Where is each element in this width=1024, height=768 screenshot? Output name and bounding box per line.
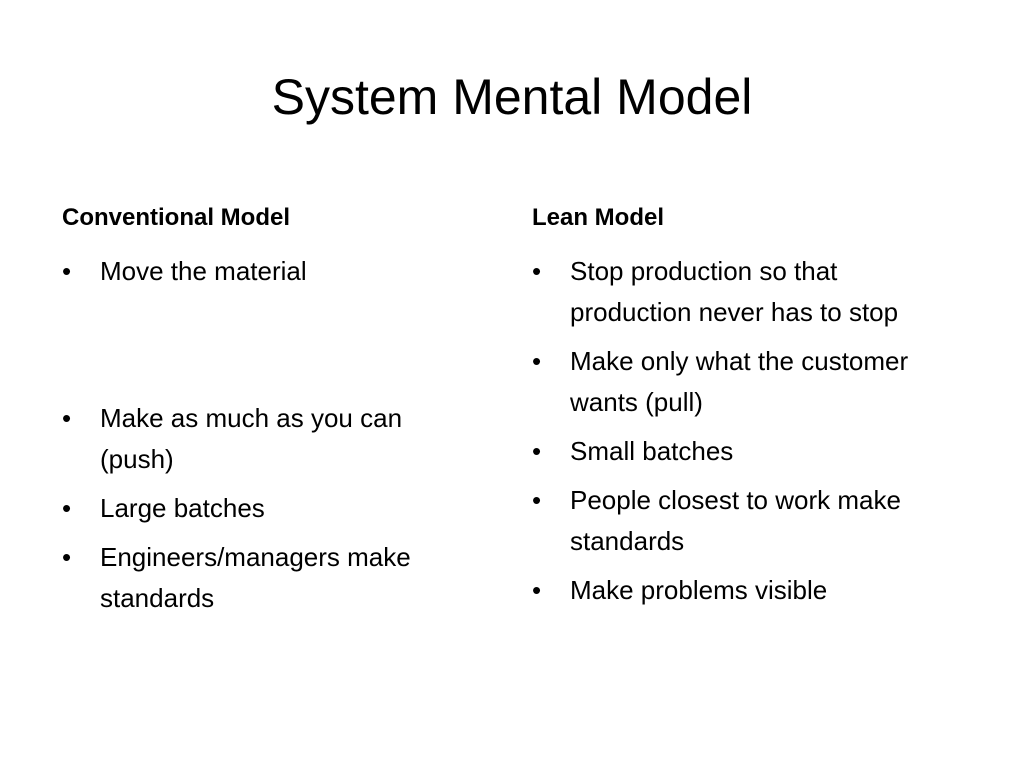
list-item: • People closest to work make standards	[532, 480, 932, 562]
spacer	[62, 300, 482, 390]
slide-title: System Mental Model	[271, 69, 753, 125]
lean-model-column: Lean Model • Stop production so that pro…	[532, 198, 932, 619]
list-item: • Small batches	[532, 431, 932, 472]
list-item-text: Stop production so that production never…	[570, 256, 899, 327]
list-item: • Large batches	[62, 488, 482, 529]
list-item: • Make only what the customer wants (pul…	[532, 341, 932, 423]
bullet-icon: •	[62, 542, 72, 572]
conventional-model-list: • Move the material • Make as much as yo…	[62, 251, 482, 619]
conventional-model-column: Conventional Model • Move the material •…	[62, 198, 482, 627]
bullet-icon: •	[532, 256, 542, 286]
lean-model-list: • Stop production so that production nev…	[532, 251, 932, 611]
list-item: • Stop production so that production nev…	[532, 251, 932, 333]
bullet-icon: •	[62, 493, 72, 523]
list-item-text: Make only what the customer wants (pull)	[570, 346, 909, 417]
conventional-model-heading: Conventional Model	[62, 204, 290, 231]
list-item: • Make problems visible	[532, 570, 932, 611]
bullet-icon: •	[532, 485, 542, 515]
list-item: • Move the material	[62, 251, 482, 292]
bullet-icon: •	[62, 403, 72, 433]
list-item-text: Make problems visible	[570, 575, 828, 605]
bullet-icon: •	[532, 575, 542, 605]
bullet-icon: •	[532, 346, 542, 376]
list-item-text: Make as much as you can (push)	[100, 403, 403, 474]
list-item-text: Large batches	[100, 493, 265, 523]
bullet-icon: •	[62, 256, 72, 286]
lean-model-heading: Lean Model	[532, 204, 665, 231]
list-item: • Make as much as you can (push)	[62, 398, 482, 480]
list-item-text: People closest to work make standards	[570, 485, 901, 556]
list-item: • Engineers/managers make standards	[62, 537, 482, 619]
list-item-text: Move the material	[100, 256, 307, 286]
list-item-text: Engineers/managers make standards	[100, 542, 411, 613]
list-item-text: Small batches	[570, 436, 734, 466]
bullet-icon: •	[532, 436, 542, 466]
